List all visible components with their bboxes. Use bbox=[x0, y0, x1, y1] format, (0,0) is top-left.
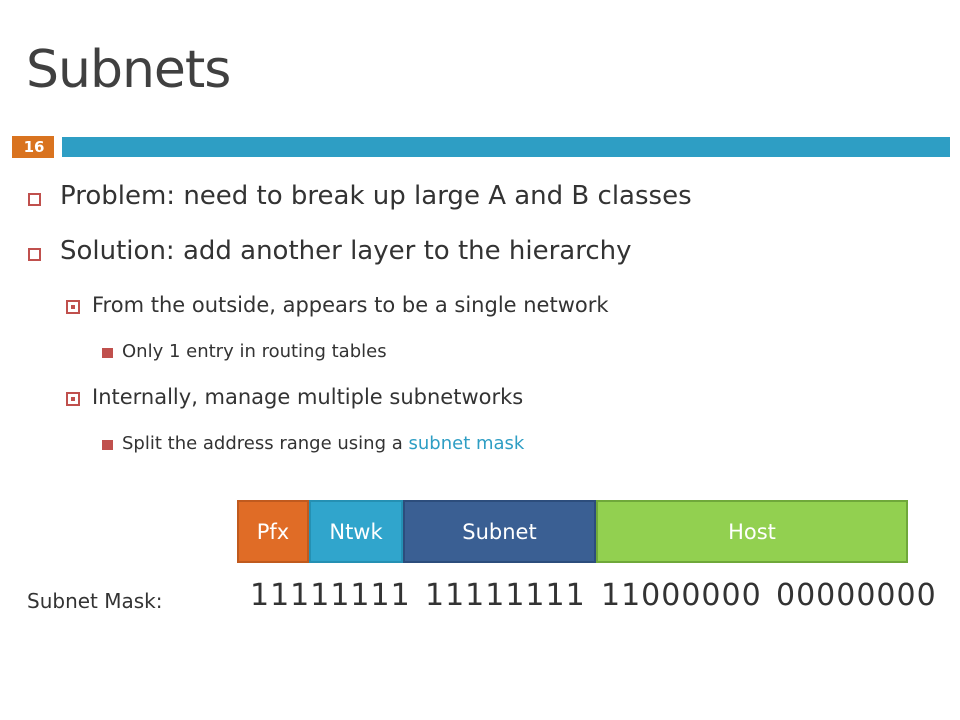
split-range-text: Split the address range using a bbox=[122, 433, 409, 454]
mask-octet-1: 11111111 bbox=[250, 578, 411, 613]
mask-octet-3: 11000000 bbox=[601, 578, 762, 613]
slide-number-text: 16 bbox=[23, 138, 45, 156]
bullet-routing-entry: Only 1 entry in routing tables bbox=[122, 341, 387, 362]
bullet-marker-level3 bbox=[102, 348, 113, 358]
subnet-mask-label: Subnet Mask: bbox=[27, 589, 163, 613]
mask-octet-4: 00000000 bbox=[776, 578, 937, 613]
address-segment-prefix: Pfx bbox=[237, 500, 309, 563]
bullet-marker-level3 bbox=[102, 440, 113, 450]
bullet-marker-level1 bbox=[28, 248, 41, 261]
slide-title: Subnets bbox=[26, 40, 231, 100]
bullet-marker-level1 bbox=[28, 193, 41, 206]
slide-number-badge bbox=[12, 136, 54, 158]
bullet-marker-level2 bbox=[66, 392, 80, 406]
bullet-marker-level2 bbox=[66, 300, 80, 314]
bullet-split-range: Split the address range using a subnet m… bbox=[122, 433, 524, 454]
slide-number: 16 bbox=[12, 136, 56, 158]
address-segment-network: Ntwk bbox=[309, 500, 403, 563]
mask-octet-2: 11111111 bbox=[425, 578, 586, 613]
bullet-internally: Internally, manage multiple subnetworks bbox=[92, 385, 524, 409]
bullet-problem: Problem: need to break up large A and B … bbox=[60, 181, 692, 211]
subnet-mask-term: subnet mask bbox=[408, 433, 525, 454]
bullet-outside: From the outside, appears to be a single… bbox=[92, 293, 609, 317]
address-segment-host: Host bbox=[596, 500, 908, 563]
bullet-solution: Solution: add another layer to the hiera… bbox=[60, 236, 632, 266]
address-segment-subnet: Subnet bbox=[403, 500, 596, 563]
header-rule bbox=[62, 137, 950, 157]
